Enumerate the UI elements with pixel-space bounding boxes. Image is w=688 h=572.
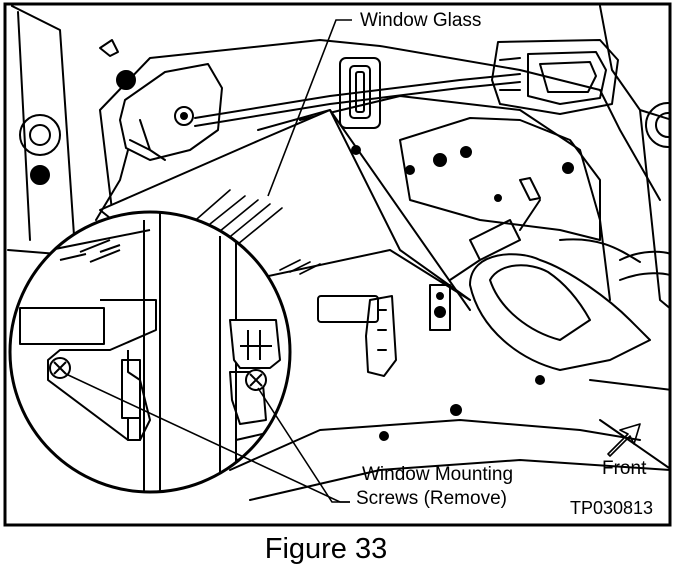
inside-handle-housing [491,39,619,115]
glass-highlight-lines [189,189,321,275]
harness-grommet [469,253,651,371]
regulator-mounting-plate [399,117,601,241]
inner-door-panel [99,39,670,501]
door-panel-outline [7,5,670,470]
speaker-opening [645,102,670,148]
label-screws-line1: Window Mounting [362,464,513,485]
figure-caption: Figure 33 [265,533,388,565]
glass-edge-rail [257,109,471,311]
figure-code: TP030813 [570,498,653,518]
door-lock-rod [194,73,521,127]
label-front: Front [602,458,647,479]
panel-bolt [30,165,50,185]
magnified-detail-view [8,210,292,494]
leader-screw-right [257,387,350,503]
front-arrow-icon [607,423,641,457]
label-screws-line2: Screws (Remove) [356,488,507,509]
wiring-harness [449,177,541,281]
latch-bolt [116,70,136,90]
door-latch [119,63,223,161]
service-hole [19,114,61,156]
callout-leaders [65,19,352,503]
leader-window-glass [267,19,352,197]
label-window-glass: Window Glass [360,10,481,31]
glass-clip-channel [339,57,381,129]
panel-bolt [450,404,462,416]
